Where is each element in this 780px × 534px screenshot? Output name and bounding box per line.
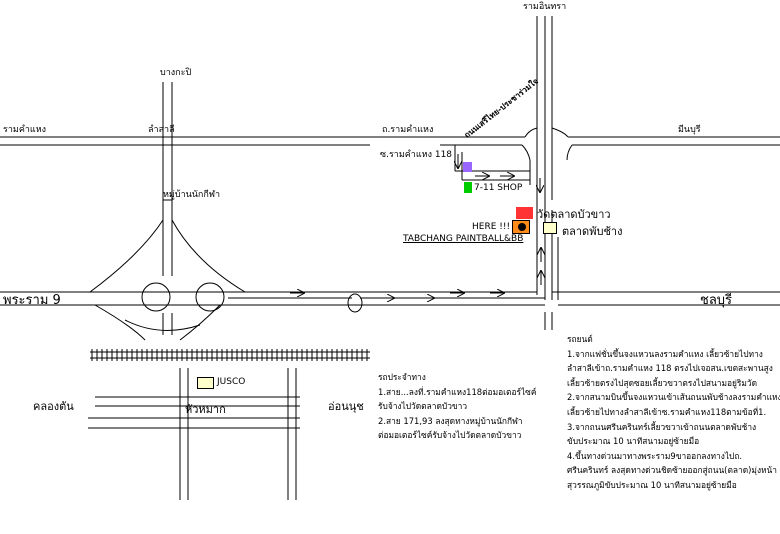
ramintra-curve-inner (521, 144, 531, 161)
label-hua-mak: หัวหมาก (185, 403, 226, 416)
car-directions-line: 3.จากถนนศรีนครินทร์เลี้ยวขวาเข้าถนนตลาดพ… (567, 421, 757, 432)
interchange-curve-ne (171, 219, 246, 293)
car-directions-line: ศรีนครินทร์ ลงสุดทางด่วนชิดซ้ายออกสู่ถนน… (567, 465, 777, 476)
label-bang-kapi: บางกะปิ (160, 68, 192, 78)
label-min-buri: มีนบุรี (678, 125, 701, 135)
bus-directions-line: รับจ้างไปวัดตลาดบัวขาว (378, 401, 468, 412)
car-directions-line: ขับประมาณ 10 นาทีสนามอยู่ซ้ายมือ (567, 436, 700, 447)
label-ram-intra: รามอินทรา (523, 2, 567, 12)
car-directions-line: ลำสาลีเข้าถ.รามคำแหง 118 ตรงไปเจอสน.เขตส… (567, 363, 773, 374)
interchange-curve-se (179, 304, 221, 341)
ramintra-curve-left (524, 127, 538, 138)
soi118-marker (463, 162, 472, 172)
label-seven-eleven: 7-11 SHOP (474, 183, 523, 193)
label-talad-phap-chang: ตลาดพับช้าง (562, 225, 623, 238)
interchange-loop-east (195, 282, 225, 312)
interchange-loop-west (141, 282, 171, 312)
ramintra-curve-right (551, 127, 569, 138)
car-directions-line: เลี้ยวซ้ายไปทางลำสาลีเข้าซ.รามคำแหง118ตา… (567, 406, 767, 417)
label-lam-sali: ลำสาลี (148, 125, 175, 135)
bus-directions-title: รถประจำทาง (378, 372, 426, 382)
car-directions-line: 4.ขึ้นทางด่วนมาทางพระราม9ขาออกลงทางไปถ. (567, 450, 743, 461)
bus-directions-line: 2.สาย 171,93 ลงสุดทางหมู่บ้านนักกีฬา (378, 415, 523, 426)
bus-directions-line: 1.สาย...ลงที่.รามคำแหง118ต่อมอเตอร์ไซค์ (378, 386, 537, 397)
ramintra-curve-inner-east (566, 144, 573, 161)
label-khlong-tan: คลองตัน (33, 400, 74, 413)
seven-eleven-marker (464, 182, 472, 193)
red-block-marker (516, 207, 533, 219)
bus-directions-line: ต่อมอเตอร์ไซค์รับจ้างไปวัดตลาดบัวขาว (378, 430, 522, 441)
label-here: HERE !!! (472, 222, 511, 232)
interchange-ramp-s (124, 319, 201, 331)
label-chonburi: ชลบุรี (700, 293, 733, 308)
here-dot-icon (518, 223, 526, 231)
car-directions-line: 2.จากสนามบินขึ้นจงแหวนเข้าเส้นถนนพับช้าง… (567, 392, 780, 403)
label-village: หมู่บ้านนักกีฬา (163, 190, 221, 200)
car-directions-line: เลี้ยวซ้ายตรงไปสุดซอยเลี้ยวขวาตรงไปสนามอ… (567, 377, 758, 388)
car-directions-title: รถยนต์ (567, 334, 593, 344)
interchange-loop-small (347, 293, 363, 313)
direction-arrows (290, 154, 541, 298)
label-ramkhamhaeng-west: รามคำแหง (3, 125, 47, 135)
interchange-curve-nw (89, 219, 164, 293)
label-wat-talad: วัดตลาดบัวขาว (537, 208, 611, 221)
label-jusco: JUSCO (217, 377, 246, 387)
market-marker (543, 222, 557, 234)
jusco-marker (197, 377, 214, 389)
label-rama9: พระราม 9 (3, 293, 61, 308)
label-field: TABCHANG PAINTBALL&BB (403, 234, 524, 244)
interchange-curve-sw (94, 304, 146, 341)
car-directions-line: สุวรรณภูมิขับประมาณ 10 นาทีสนามอยู่ซ้ายม… (567, 479, 737, 490)
car-directions-line: 1.จากแฟชั่นขึ้นจงแหวนลงรามคำแหง เลี้ยวซ้… (567, 348, 763, 359)
bus-directions: รถประจำทาง 1.สาย...ลงที่.รามคำแหง118ต่อม… (378, 370, 536, 443)
label-ramkhamhaeng-road: ถ.รามคำแหง (382, 125, 434, 135)
label-soi-118: ซ.รามคำแหง 118 (380, 150, 453, 160)
car-directions: รถยนต์ 1.จากแฟชั่นขึ้นจงแหวนลงรามคำแหง เ… (567, 332, 780, 493)
label-on-nut: อ่อนนุช (328, 400, 364, 413)
here-marker (512, 220, 530, 234)
